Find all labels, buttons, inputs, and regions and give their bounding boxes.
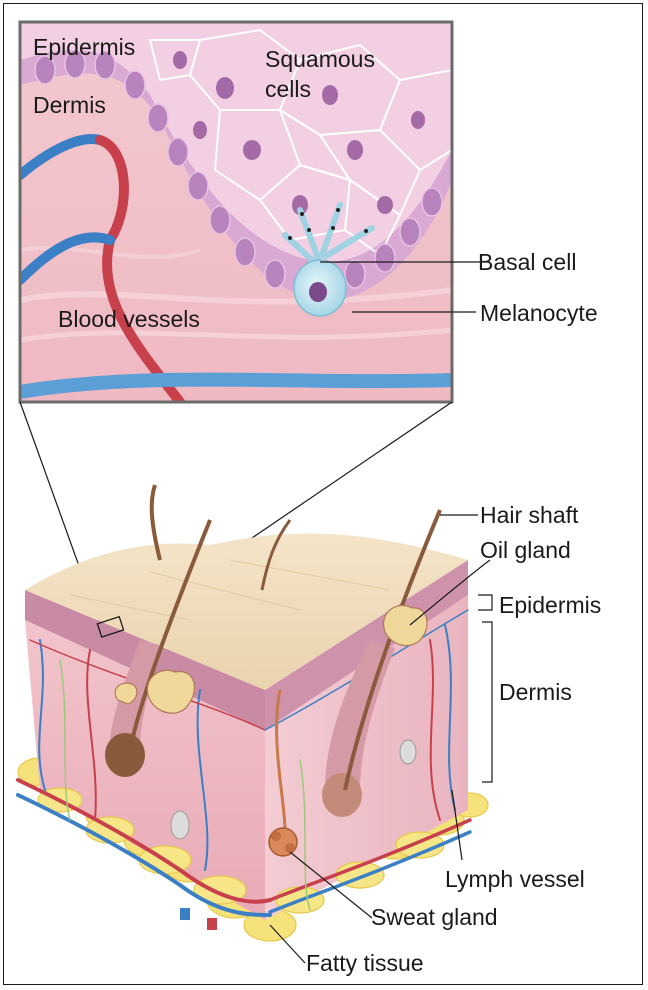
label-inset-epidermis: Epidermis xyxy=(33,34,135,60)
label-squamous-cells: cells xyxy=(265,76,311,102)
label-blood-vessels: Blood vessels xyxy=(58,306,200,332)
label-basal-cell: Basal cell xyxy=(478,249,576,275)
label-hair-shaft: Hair shaft xyxy=(480,502,579,528)
label-oil-gland: Oil gland xyxy=(480,537,571,563)
vessel-ends xyxy=(180,908,217,930)
label-squamous: Squamous xyxy=(265,46,375,72)
label-lymph-vessel: Lymph vessel xyxy=(445,866,585,892)
label-melanocyte: Melanocyte xyxy=(480,300,598,326)
bracket-dermis xyxy=(482,622,492,782)
label-block-dermis: Dermis xyxy=(499,679,572,705)
bracket-epidermis xyxy=(478,595,492,610)
label-inset-dermis: Dermis xyxy=(33,92,106,118)
inset-panel xyxy=(20,22,452,402)
skin-block xyxy=(18,485,488,941)
label-block-epidermis: Epidermis xyxy=(499,592,601,618)
label-sweat-gland: Sweat gland xyxy=(371,904,498,930)
label-fatty-tissue: Fatty tissue xyxy=(306,950,424,976)
